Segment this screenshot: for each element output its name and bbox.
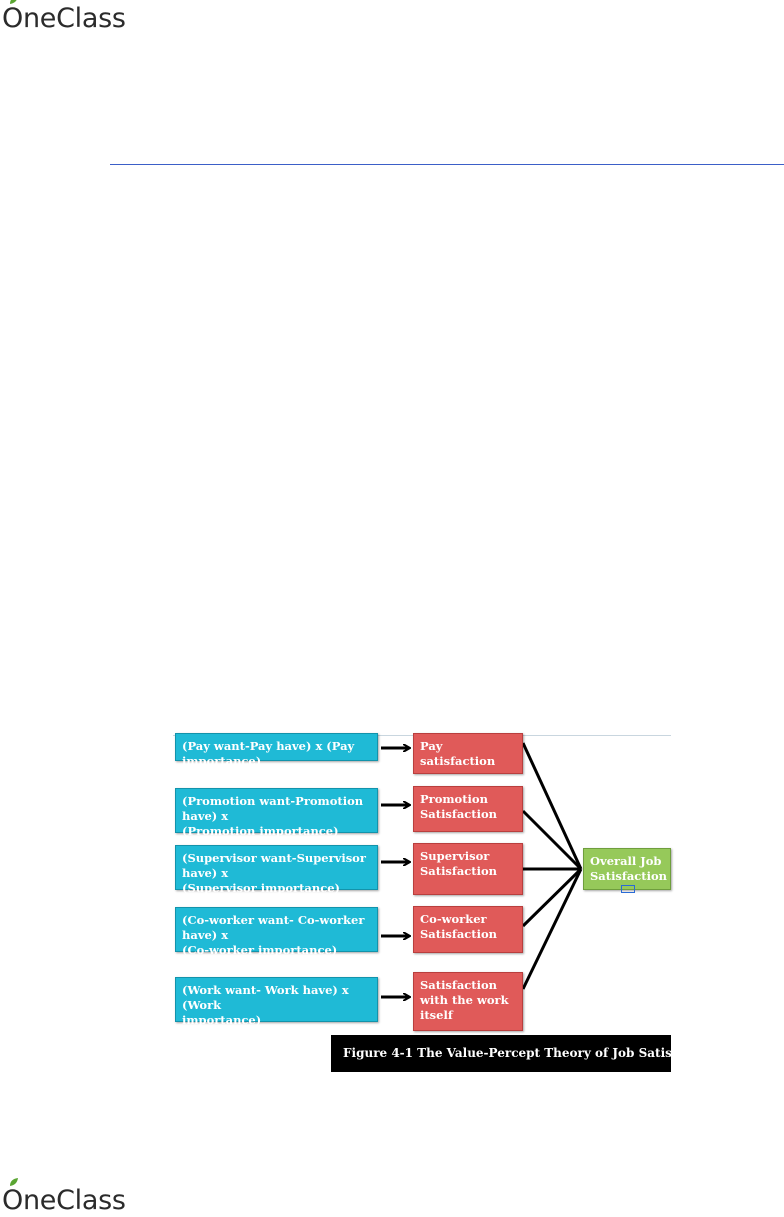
input-box-supervisor: (Supervisor want-Supervisor have) x (Sup…	[175, 845, 378, 895]
leaf-icon	[10, 0, 17, 4]
outcome-text: Overall Job Satisfaction	[590, 854, 668, 883]
link-coworker-overall	[521, 867, 583, 928]
facet-promotion-text: Promotion Satisfaction	[420, 792, 498, 821]
input-promotion-line2: (Promotion importance)	[182, 824, 339, 838]
apple-logo-icon: O	[2, 0, 23, 34]
facet-supervisor-text: Supervisor Satisfaction	[420, 849, 498, 878]
input-box-work: (Work want- Work have) x (Work importanc…	[175, 977, 378, 1027]
input-box-promotion: (Promotion want-Promotion have) x (Promo…	[175, 788, 378, 838]
link-work-overall	[521, 868, 583, 990]
oneclass-logo-bottom: O neClass	[2, 1178, 126, 1216]
link-pay-overall	[521, 742, 583, 870]
input-coworker-line1: (Co-worker want- Co-worker have) x	[182, 913, 365, 942]
header-divider	[110, 164, 784, 165]
facet-box-coworker: Co-worker Satisfaction	[413, 906, 523, 953]
input-pay-line1: (Pay want-Pay have) x (Pay importance)	[182, 739, 355, 768]
input-promotion-line1: (Promotion want-Promotion have) x	[182, 794, 364, 823]
outcome-box-overall: Overall Job Satisfaction	[583, 848, 671, 890]
oneclass-logo-top: O neClass	[2, 0, 126, 34]
logo-text: neClass	[22, 1185, 126, 1216]
facet-coworker-text: Co-worker Satisfaction	[420, 912, 498, 941]
anchor-icon	[621, 885, 635, 893]
apple-logo-icon: O	[2, 1178, 23, 1216]
input-work-line1: (Work want- Work have) x (Work	[182, 983, 349, 1012]
input-supervisor-line1: (Supervisor want-Supervisor have) x	[182, 851, 366, 880]
input-coworker-line2: (Co-worker importance)	[182, 943, 338, 957]
link-promotion-overall	[521, 809, 583, 871]
input-box-coworker: (Co-worker want- Co-worker have) x (Co-w…	[175, 907, 378, 957]
input-supervisor-line2: (Supervisor importance)	[182, 881, 340, 895]
leaf-icon	[10, 1178, 18, 1186]
value-percept-diagram: (Pay want-Pay have) x (Pay importance) (…	[173, 731, 719, 1076]
logo-text: neClass	[22, 3, 126, 34]
facet-box-promotion: Promotion Satisfaction	[413, 786, 523, 832]
facet-box-supervisor: Supervisor Satisfaction	[413, 843, 523, 895]
figure-caption: Figure 4-1 The Value-Percept Theory of J…	[331, 1035, 719, 1072]
facet-box-work: Satisfaction with the work itself	[413, 972, 523, 1031]
input-work-line2: importance)	[182, 1013, 262, 1027]
facet-work-text: Satisfaction with the work itself	[420, 978, 509, 1022]
input-box-pay: (Pay want-Pay have) x (Pay importance)	[175, 733, 378, 768]
facet-box-pay: Pay satisfaction	[413, 733, 523, 774]
connector-lines	[381, 742, 583, 1031]
facet-pay-text: Pay satisfaction	[420, 739, 496, 768]
